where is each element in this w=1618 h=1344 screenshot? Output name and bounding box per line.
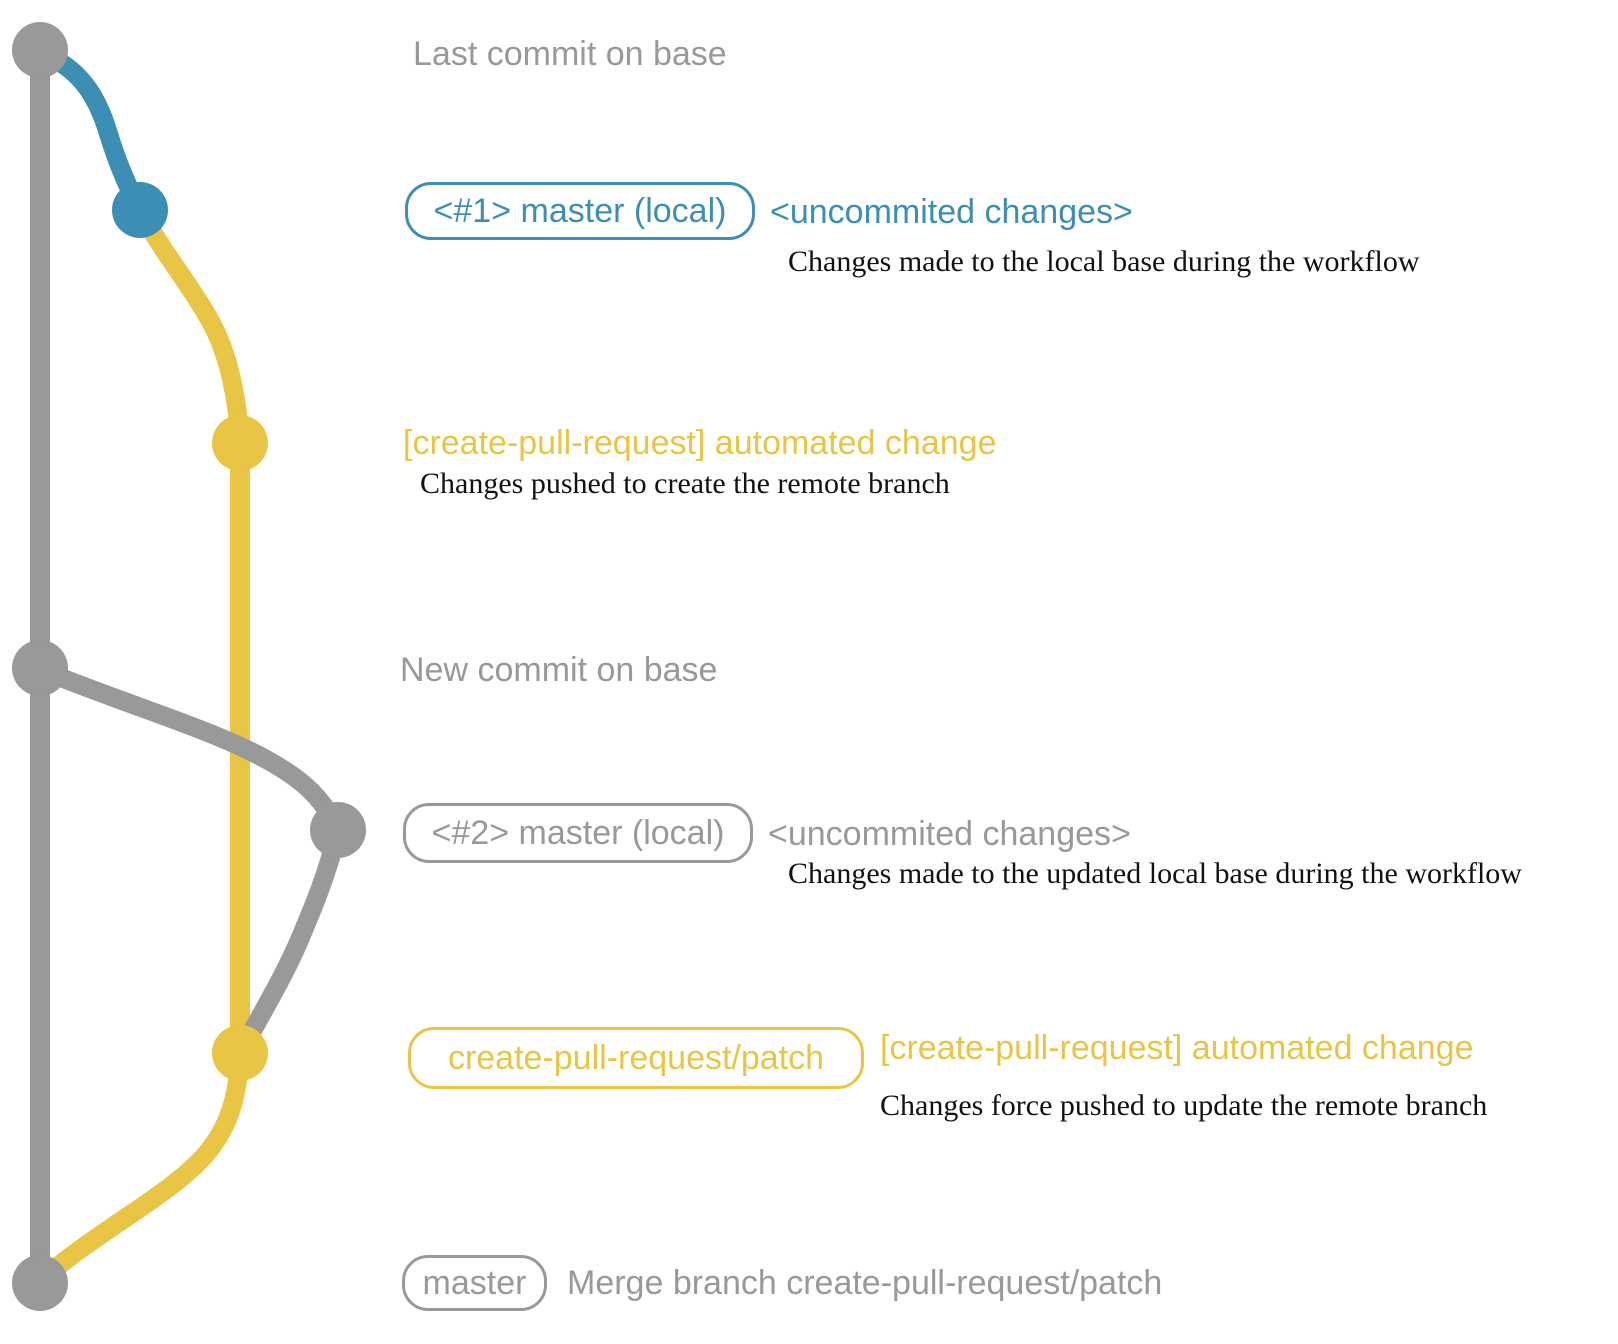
commit-message-uncommited-1: <uncommited changes> — [770, 193, 1133, 231]
commit-dot-new-base — [12, 640, 68, 696]
commit-dot-remote-1 — [212, 415, 268, 471]
local-branch-2-curve-bottom — [234, 820, 348, 1056]
commit-description-2: Changes pushed to create the remote bran… — [420, 467, 950, 500]
branch-label-text: create-pull-request/patch — [447, 1038, 825, 1077]
local-branch-1-curve — [30, 42, 150, 220]
commit-dot-local-2 — [310, 802, 366, 858]
branch-label-master-local-1: <#1> master (local) — [405, 182, 755, 240]
branch-label-create-pull-request-patch: create-pull-request/patch — [408, 1027, 864, 1089]
commit-description-1: Changes made to the local base during th… — [788, 245, 1420, 278]
commit-message-automated-2: [create-pull-request] automated change — [880, 1029, 1474, 1067]
commit-message-merge: Merge branch create-pull-request/patch — [567, 1264, 1163, 1302]
branch-label-text: <#1> master (local) — [433, 191, 727, 230]
commit-description-4: Changes force pushed to update the remot… — [880, 1089, 1488, 1122]
merge-curve — [34, 1043, 250, 1288]
branch-label-text: master — [422, 1263, 527, 1302]
branch-label-text: <#2> master (local) — [431, 813, 725, 852]
remote-branch-curve-top — [130, 200, 250, 454]
commit-message-automated-1: [create-pull-request] automated change — [403, 424, 997, 462]
commit-description-3: Changes made to the updated local base d… — [788, 857, 1522, 890]
branch-label-master: master — [402, 1255, 547, 1311]
commit-dot-merge — [12, 1255, 68, 1311]
branch-label-master-local-2: <#2> master (local) — [403, 803, 753, 863]
commit-dot-local-1 — [112, 182, 168, 238]
local-branch-2-curve-top — [32, 660, 348, 840]
commit-dot-last-base — [12, 22, 68, 78]
commit-dot-remote-2 — [212, 1025, 268, 1081]
commit-message-uncommited-2: <uncommited changes> — [768, 815, 1131, 853]
last-commit-heading: Last commit on base — [413, 35, 727, 73]
new-commit-heading: New commit on base — [400, 651, 718, 689]
